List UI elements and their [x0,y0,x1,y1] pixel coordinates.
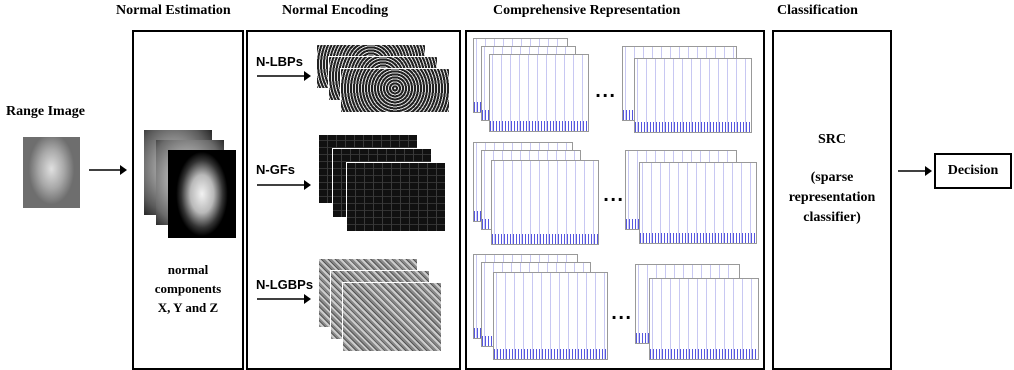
header-comprehensive-representation: Comprehensive Representation [493,3,681,18]
classifier-name: SRC [817,132,846,147]
comprehensive-representation-box: ... ... ... [465,30,765,370]
n-lgbps-image-stack [318,258,448,358]
estimation-line-2: components [154,281,222,296]
classifier-line-3: representation [788,190,876,205]
normal-encoding-box: N-LBPs N-GFs N-LGBPs [246,30,461,370]
n-lbps-image-stack [316,44,451,114]
range-image-label: Range Image [6,104,85,119]
n-gfs-arrow [257,180,311,190]
classification-box: SRC (sparse representation classifier) [772,30,892,370]
histogram-group-lgbp-left [473,254,613,364]
n-lgbps-label: N-LGBPs [256,277,314,292]
histogram-group-gf-right [625,150,765,250]
decision-box: Decision [934,153,1012,189]
classifier-line-4: classifier) [803,210,861,225]
decision-label: Decision [947,163,999,178]
histogram-group-lgbp-right [635,264,763,364]
histogram-group-lbp-left [473,38,593,133]
header-classification: Classification [777,3,858,18]
normal-face-stack [144,130,239,240]
normal-estimation-box: normal components X, Y and Z [132,30,244,370]
n-lgbps-arrow [257,294,311,304]
normal-map-z [168,150,236,238]
n-gfs-image-stack [318,134,448,234]
n-lbps-label: N-LBPs [256,54,303,69]
ellipsis-row-1: ... [595,82,617,101]
classifier-line-2: (sparse [810,170,854,185]
n-lbps-arrow [257,71,311,81]
arrow-to-decision [898,166,932,176]
header-normal-estimation: Normal Estimation [116,3,231,18]
estimation-line-3: X, Y and Z [157,300,219,315]
range-image-face [23,137,80,208]
ellipsis-row-3: ... [611,304,633,323]
ellipsis-row-2: ... [603,186,625,205]
arrow-to-estimation [89,165,127,175]
histogram-group-gf-left [473,142,603,247]
estimation-line-1: normal [167,262,209,277]
n-gfs-label: N-GFs [256,162,295,177]
header-normal-encoding: Normal Encoding [282,3,389,18]
histogram-group-lbp-right [622,46,762,136]
